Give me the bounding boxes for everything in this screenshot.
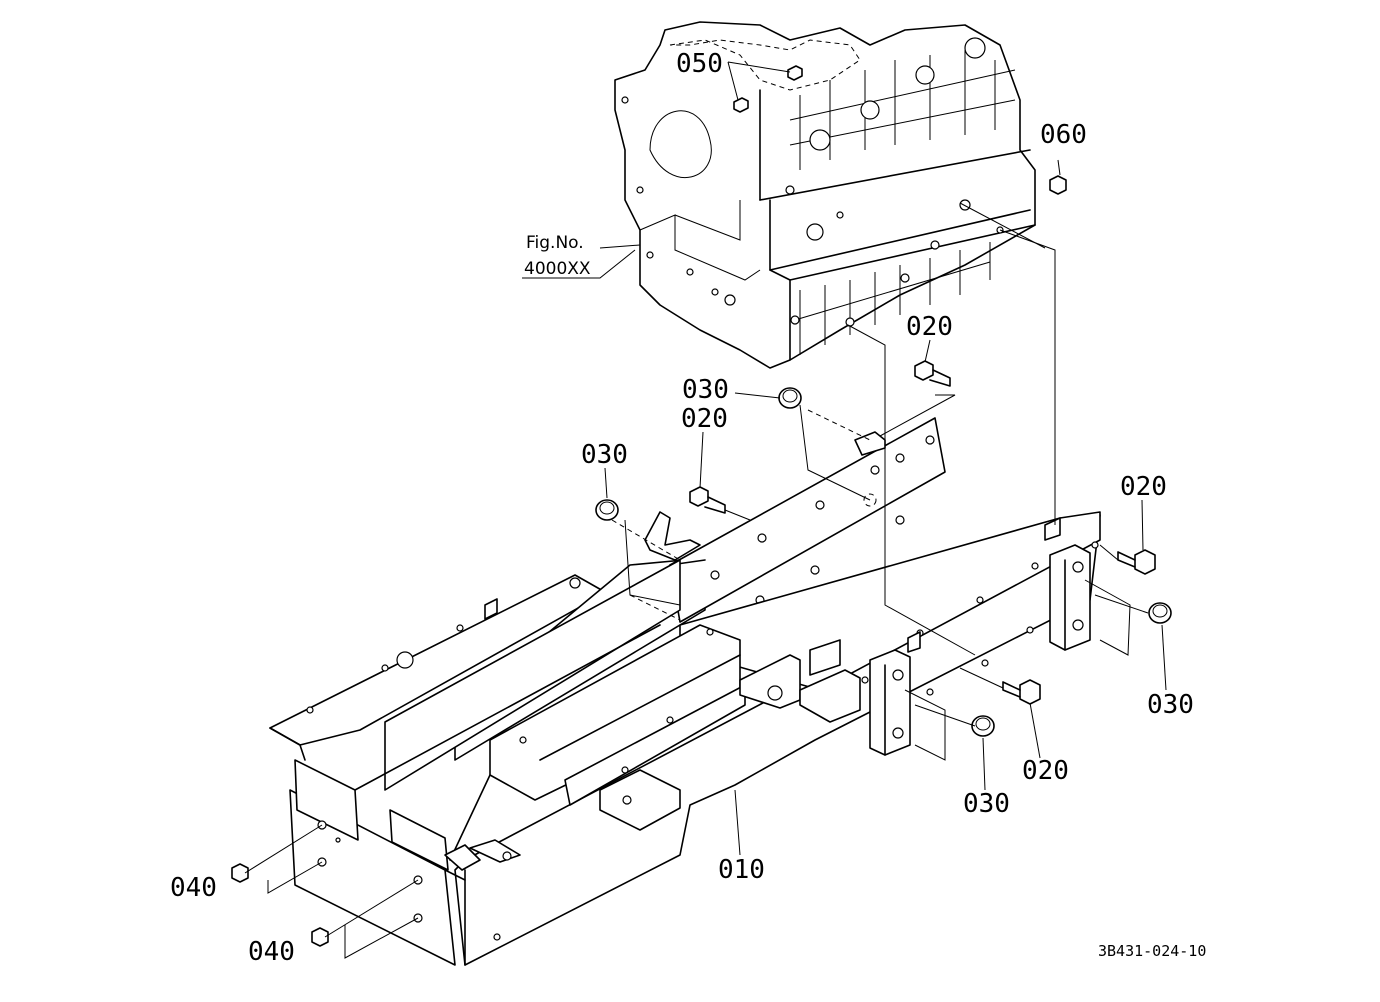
frame-010 bbox=[289, 511, 1101, 966]
callout-020-right: 020 bbox=[1120, 472, 1167, 502]
callout-010: 010 bbox=[718, 855, 765, 885]
callout-020-top: 020 bbox=[906, 312, 953, 342]
callout-050: 050 bbox=[676, 49, 723, 79]
callout-030-left: 030 bbox=[581, 440, 628, 470]
figure-ref-number: 4000XX bbox=[524, 259, 591, 279]
callout-030-right: 030 bbox=[1147, 690, 1194, 720]
figure-ref-label: Fig.No. bbox=[526, 233, 584, 253]
callout-040-lower: 040 bbox=[248, 937, 295, 967]
callout-060: 060 bbox=[1040, 120, 1087, 150]
assembly-lines bbox=[244, 61, 1167, 959]
fasteners bbox=[231, 175, 1172, 947]
callout-040-upper: 040 bbox=[170, 873, 217, 903]
drawing-code: 3B431-024-10 bbox=[1098, 942, 1206, 960]
callout-030-lower: 030 bbox=[963, 789, 1010, 819]
callout-020-lower: 020 bbox=[1022, 756, 1069, 786]
engine-block bbox=[614, 21, 1036, 369]
callout-020-mid: 020 bbox=[681, 404, 728, 434]
callout-labels: 050 060 020 030 020 030 020 030 020 030 … bbox=[170, 49, 1206, 967]
callout-030-top: 030 bbox=[682, 375, 729, 405]
